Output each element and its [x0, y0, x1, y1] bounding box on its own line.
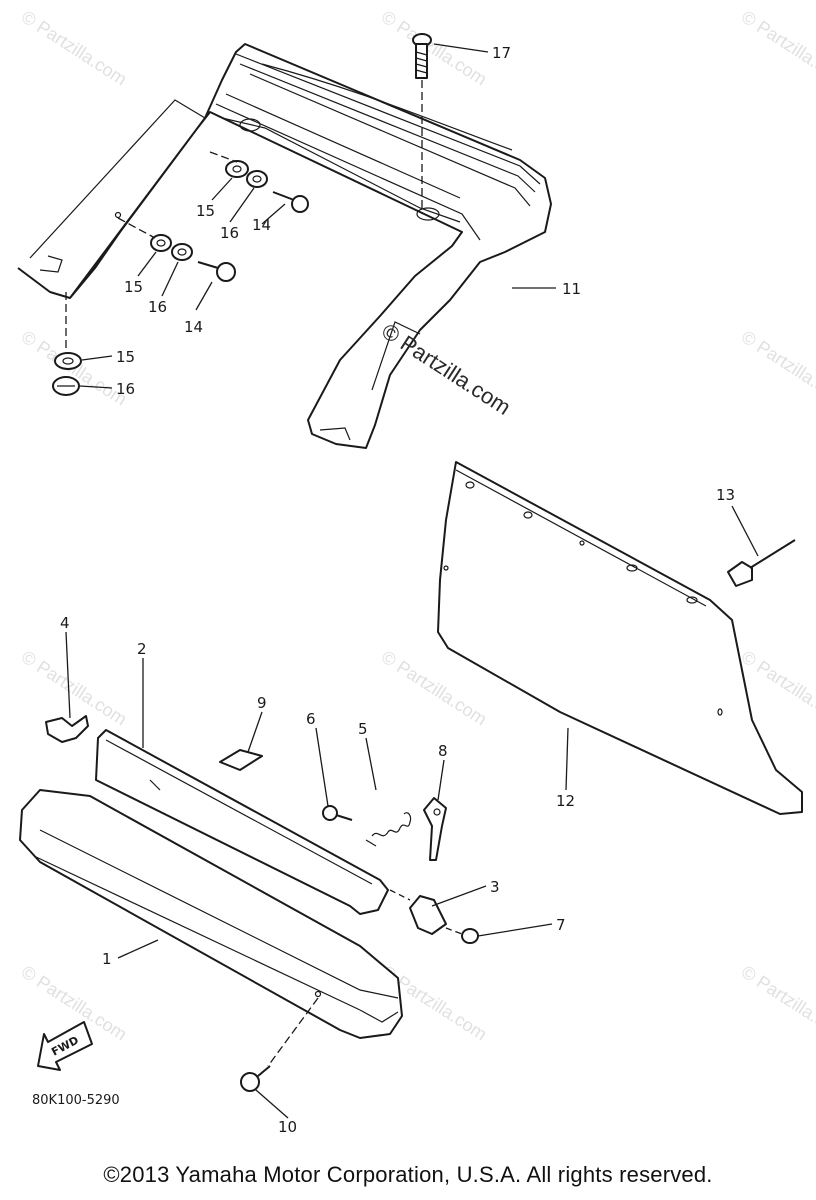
- watermark: © Partzilla.com: [738, 7, 816, 90]
- part-1-guard[interactable]: [19, 789, 403, 1067]
- callout-16[interactable]: 16: [220, 224, 239, 242]
- callout-7[interactable]: 7: [556, 916, 566, 934]
- part-8-latch[interactable]: [423, 797, 447, 861]
- part-12-panel[interactable]: [437, 461, 803, 815]
- callout-1[interactable]: 1: [102, 950, 112, 968]
- part-17-bolt[interactable]: [412, 33, 432, 214]
- callout-14[interactable]: 14: [184, 318, 203, 336]
- part-10-bolt[interactable]: [240, 1065, 271, 1092]
- callout-9[interactable]: 9: [257, 694, 267, 712]
- part-14-bolt[interactable]: [272, 191, 309, 213]
- watermark: © Partzilla.com: [18, 647, 131, 730]
- callout-15[interactable]: 15: [196, 202, 215, 220]
- copyright-notice: ©2013 Yamaha Motor Corporation, U.S.A. A…: [103, 1162, 713, 1187]
- watermark: © Partzilla.com: [378, 7, 491, 90]
- part-4-bracket[interactable]: [45, 715, 89, 743]
- part-11-carrier[interactable]: [17, 43, 552, 449]
- callout-14[interactable]: 14: [252, 216, 271, 234]
- part-15-washer[interactable]: [54, 352, 82, 370]
- part-16-nut[interactable]: [171, 243, 193, 261]
- leader-lines: [65, 43, 759, 1119]
- part-5-spring[interactable]: [365, 812, 412, 847]
- watermark: © Partzilla.com: [18, 7, 131, 90]
- callout-3[interactable]: 3: [490, 878, 500, 896]
- part-3-hinge[interactable]: [389, 889, 447, 935]
- callout-12[interactable]: 12: [556, 792, 575, 810]
- part-2-plate[interactable]: [95, 729, 389, 915]
- callout-15[interactable]: 15: [124, 278, 143, 296]
- callout-8[interactable]: 8: [438, 742, 448, 760]
- watermark: © Partzilla.com: [738, 327, 816, 410]
- callout-17[interactable]: 17: [492, 44, 511, 62]
- part-13-rivet[interactable]: [727, 539, 796, 587]
- part-14-bolt[interactable]: [197, 261, 236, 282]
- callout-6[interactable]: 6: [306, 710, 316, 728]
- callout-16[interactable]: 16: [116, 380, 135, 398]
- callout-2[interactable]: 2: [137, 640, 147, 658]
- callouts: 17 11 15 16 14 15 16 14 15 16 13 4 2 9 6…: [60, 44, 735, 1136]
- callout-4[interactable]: 4: [60, 614, 70, 632]
- callout-11[interactable]: 11: [562, 280, 581, 298]
- callout-5[interactable]: 5: [358, 720, 368, 738]
- watermark: © Partzilla.com: [738, 962, 816, 1045]
- part-16-nut[interactable]: [246, 170, 268, 188]
- part-16-nut[interactable]: [52, 376, 80, 396]
- fwd-arrow-icon: FWD: [37, 1021, 93, 1071]
- part-7-nut[interactable]: [445, 927, 479, 944]
- callout-15[interactable]: 15: [116, 348, 135, 366]
- part-15-washer[interactable]: [150, 234, 172, 252]
- callout-10[interactable]: 10: [278, 1118, 297, 1136]
- part-6-bolt[interactable]: [322, 805, 353, 821]
- callout-16[interactable]: 16: [148, 298, 167, 316]
- diagram-code: 80K100-5290: [32, 1093, 120, 1108]
- callout-13[interactable]: 13: [716, 486, 735, 504]
- part-15-washer[interactable]: [225, 160, 249, 178]
- part-9-label[interactable]: [219, 749, 263, 771]
- watermark-center: © Partzilla.com: [377, 318, 515, 420]
